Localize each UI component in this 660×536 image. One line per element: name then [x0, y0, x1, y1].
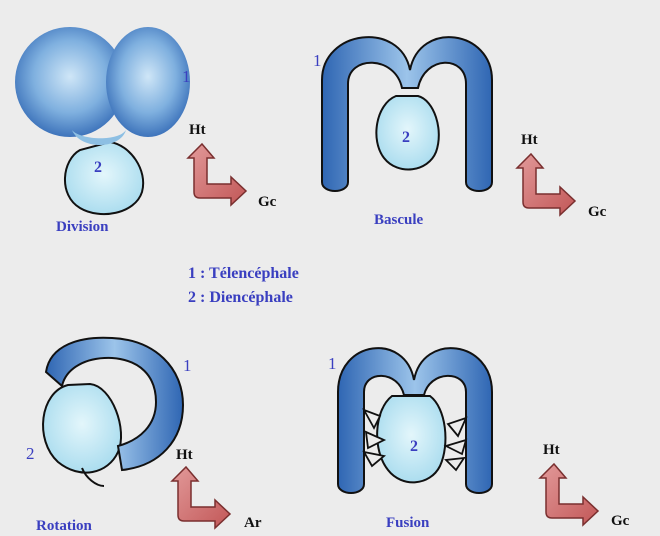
legend-telencephale: 1 : Télencéphale [188, 265, 299, 282]
panel-division-caption: Division [56, 219, 109, 235]
telencephalon-shape [15, 27, 190, 145]
diencephalon-shape [43, 384, 121, 486]
panel-division-axis-side: Gc [258, 194, 277, 210]
panel-rotation-caption: Rotation [36, 518, 92, 534]
axis-arrows-icon [517, 154, 575, 215]
panel-fusion-tel-number: 1 [328, 354, 337, 373]
panel-fusion-axis-side: Gc [611, 513, 630, 529]
panel-bascule-caption: Bascule [374, 212, 424, 228]
panel-fusion: 2 1 Fusion Ht Gc [328, 348, 630, 531]
panel-division-axis-up: Ht [189, 122, 206, 138]
panel-rotation-axis-up: Ht [176, 447, 193, 463]
legend: 1 : Télencéphale 2 : Diencéphale [188, 265, 299, 306]
panel-bascule: 2 1 Bascule Ht Gc [313, 37, 607, 228]
panel-rotation-axis-side: Ar [244, 515, 262, 531]
panel-bascule-dien-number: 2 [402, 129, 410, 146]
panel-bascule-axis-side: Gc [588, 204, 607, 220]
panel-division-dien-number: 2 [94, 159, 102, 176]
panel-bascule-tel-number: 1 [313, 51, 322, 70]
panel-rotation: 1 2 Rotation Ht Ar [26, 338, 262, 534]
panel-division: 2 1 Division Ht Gc [15, 27, 277, 235]
panel-fusion-caption: Fusion [386, 515, 430, 531]
diencephalon-shape [65, 142, 143, 214]
panel-bascule-axis-up: Ht [521, 132, 538, 148]
axis-arrows-icon [188, 144, 246, 205]
panel-rotation-tel-number: 1 [183, 356, 192, 375]
axis-arrows-icon [172, 467, 230, 528]
panel-fusion-axis-up: Ht [543, 442, 560, 458]
panel-rotation-dien-number: 2 [26, 444, 35, 463]
axis-arrows-icon [540, 464, 598, 525]
panel-division-tel-number: 1 [182, 67, 191, 86]
panel-fusion-dien-number: 2 [410, 438, 418, 455]
legend-diencephale: 2 : Diencéphale [188, 289, 293, 306]
